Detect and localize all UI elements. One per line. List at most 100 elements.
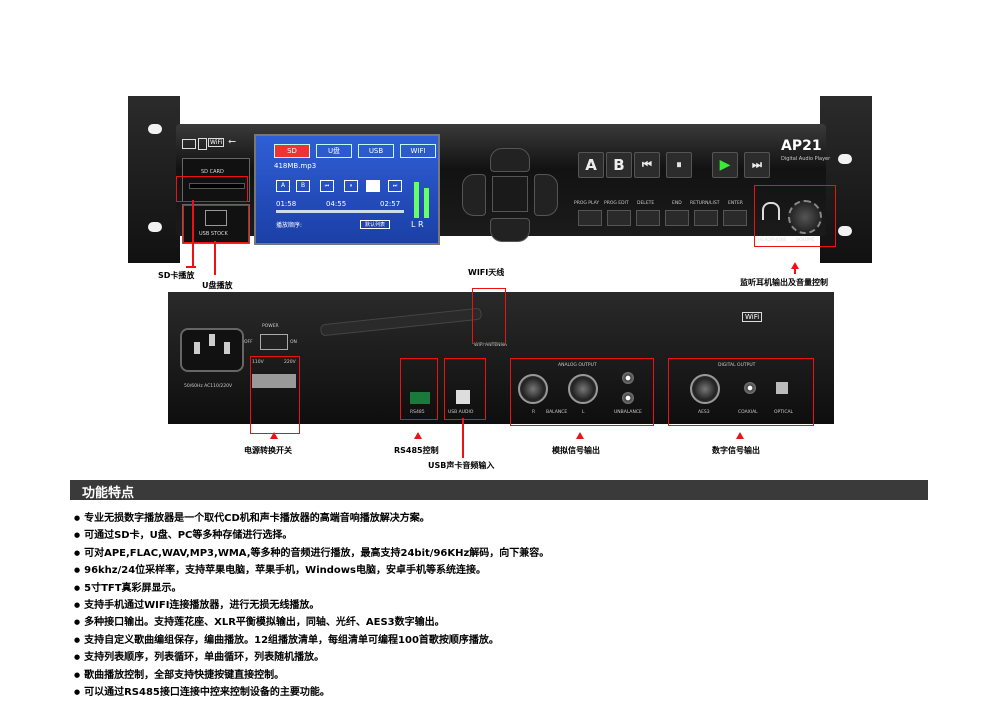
label-prog-play: PROG PLAY bbox=[574, 201, 600, 206]
brand-logo: AP21 bbox=[781, 138, 822, 154]
monitor-arrow bbox=[791, 262, 799, 269]
features-list: 专业无损数字播放器是一个取代CD机和声卡播放器的高端音响播放解决方案。 可通过S… bbox=[74, 510, 934, 701]
callout-monitor: 监听耳机输出及音量控制 bbox=[740, 278, 828, 287]
digital-highlight-box bbox=[668, 358, 814, 426]
analog-arrow bbox=[576, 432, 584, 439]
feature-item: 5寸TFT真彩屏显示。 bbox=[74, 580, 934, 597]
power-switch bbox=[260, 334, 288, 350]
power-highlight-box bbox=[250, 356, 300, 434]
smallkey-enter bbox=[723, 210, 747, 226]
unbalance-label: UNBALANCE bbox=[614, 410, 642, 415]
monitor-leader bbox=[794, 268, 796, 274]
screen-progress bbox=[276, 210, 404, 213]
power-inlet bbox=[180, 328, 244, 372]
smallkey-prog-play bbox=[578, 210, 602, 226]
wifi-highlight-box bbox=[472, 288, 506, 344]
sd-slot-label: SD CARD bbox=[201, 169, 224, 175]
v220-label: 220V bbox=[284, 360, 296, 365]
usb-audio-highlight-box bbox=[444, 358, 486, 420]
screen-lr: L R bbox=[411, 220, 424, 229]
voltage-plate bbox=[252, 374, 296, 388]
label-return-list: RETURN/LIST bbox=[690, 201, 720, 206]
tft-screen: SD U盘 USB WIFI 418MB.mp3 A B ⏮ ⏸ ⏭ 01:58… bbox=[254, 134, 440, 245]
rack-ear-left bbox=[128, 96, 180, 263]
xlr-l-connector bbox=[568, 374, 598, 404]
usb-audio-leader bbox=[462, 418, 464, 458]
optical-label: OPTICAL bbox=[774, 410, 794, 415]
feature-item: 歌曲播放控制，全部支持快捷按键直接控制。 bbox=[74, 667, 934, 684]
usb-audio-label: USB AUDIO bbox=[448, 410, 474, 415]
digital-arrow bbox=[736, 432, 744, 439]
antenna-label: WIFI ANTENNA bbox=[474, 343, 507, 348]
coaxial-label: COAXIAL bbox=[738, 410, 758, 415]
brand-subtitle: Digital Audio Player bbox=[781, 156, 831, 162]
sd-leader bbox=[192, 200, 194, 266]
feature-item: 可通过SD卡，U盘、PC等多种存储进行选择。 bbox=[74, 527, 934, 544]
tab-sd: SD bbox=[274, 144, 310, 158]
smallkey-end bbox=[665, 210, 689, 226]
front-source-icons: WiFi ⭠ bbox=[182, 136, 242, 150]
rs485-label: RS485 bbox=[410, 410, 425, 415]
feature-item: 支持手机通过WIFI连接播放器，进行无损无线播放。 bbox=[74, 597, 934, 614]
sd-leader-h bbox=[186, 266, 196, 268]
usb-b-port bbox=[456, 390, 470, 404]
callout-udisk: U盘播放 bbox=[202, 281, 233, 290]
v110-label: 110V bbox=[252, 360, 264, 365]
sd-highlight-box bbox=[176, 176, 248, 202]
optical-connector bbox=[776, 382, 788, 394]
sd-card-slot: SD CARD bbox=[182, 158, 250, 202]
headphone-icon bbox=[762, 202, 780, 220]
on-label: ON bbox=[290, 340, 297, 345]
tab-udisk: U盘 bbox=[316, 144, 352, 158]
features-header: 功能特点 bbox=[70, 480, 928, 501]
callout-power: 电源转换开关 bbox=[244, 446, 292, 455]
aes3-label: AES3 bbox=[698, 410, 710, 415]
key-prev: ⏮ bbox=[634, 152, 660, 178]
feature-item: 96khz/24位采样率，支持苹果电脑，苹果手机，Windows电脑，安卓手机等… bbox=[74, 562, 934, 579]
label-end: END bbox=[672, 201, 682, 206]
screen-order-label: 播放顺序: bbox=[276, 222, 303, 229]
l-label: L bbox=[582, 410, 585, 415]
screen-time-mid: 04:55 bbox=[326, 200, 347, 208]
usb-highlight-box bbox=[183, 205, 249, 243]
rs485-terminal bbox=[410, 392, 430, 404]
volume-knob bbox=[788, 200, 822, 234]
off-label: OFF bbox=[244, 340, 253, 345]
level-meter-r bbox=[424, 188, 429, 218]
rack-ear-right bbox=[820, 96, 872, 263]
screen-mode-label: 默认列表 bbox=[360, 220, 391, 229]
volume-label: VOLUME bbox=[796, 238, 815, 243]
tab-wifi: WIFI bbox=[400, 144, 436, 158]
coaxial-connector bbox=[744, 382, 756, 394]
feature-item: 可对APE,FLAC,WAV,MP3,WMA,等多种的音频进行播放，最高支持24… bbox=[74, 545, 934, 562]
feature-item: 多种接口输出。支持莲花座、XLR平衡模拟输出，同轴、光纤、AES3数字输出。 bbox=[74, 614, 934, 631]
callout-wifi: WIFI天线 bbox=[468, 268, 505, 277]
label-delete: DELETE bbox=[637, 201, 655, 206]
callout-rs485: RS485控制 bbox=[394, 446, 439, 455]
udisk-leader bbox=[214, 241, 216, 275]
feature-item: 专业无损数字播放器是一个取代CD机和声卡播放器的高端音响播放解决方案。 bbox=[74, 510, 934, 527]
analog-output-label: ANALOG OUTPUT bbox=[558, 363, 597, 368]
level-meter-l bbox=[414, 182, 419, 218]
feature-item: 可以通过RS485接口连接中控来控制设备的主要功能。 bbox=[74, 684, 934, 701]
label-enter: ENTER bbox=[728, 201, 743, 206]
smallkey-return bbox=[694, 210, 718, 226]
power-arrow bbox=[270, 432, 278, 439]
screen-time-right: 02:57 bbox=[380, 200, 401, 208]
monitor-highlight-box bbox=[754, 185, 836, 247]
dpad bbox=[462, 148, 558, 242]
usb-port-label: USB STOCK bbox=[199, 231, 228, 237]
xlr-r-connector bbox=[518, 374, 548, 404]
key-next: ⏭ bbox=[744, 152, 770, 178]
key-a: A bbox=[578, 152, 604, 178]
key-b: B bbox=[606, 152, 632, 178]
callout-usb-audio: USB声卡音频输入 bbox=[428, 461, 495, 470]
screen-filename: 418MB.mp3 bbox=[274, 162, 317, 170]
aes3-connector bbox=[690, 374, 720, 404]
key-pause: ⏸ bbox=[666, 152, 692, 178]
power-label: POWER bbox=[262, 324, 279, 329]
callout-digital: 数字信号输出 bbox=[712, 446, 760, 455]
features-title: 功能特点 bbox=[82, 486, 135, 501]
callout-analog: 模拟信号输出 bbox=[552, 446, 600, 455]
tab-usb: USB bbox=[358, 144, 394, 158]
